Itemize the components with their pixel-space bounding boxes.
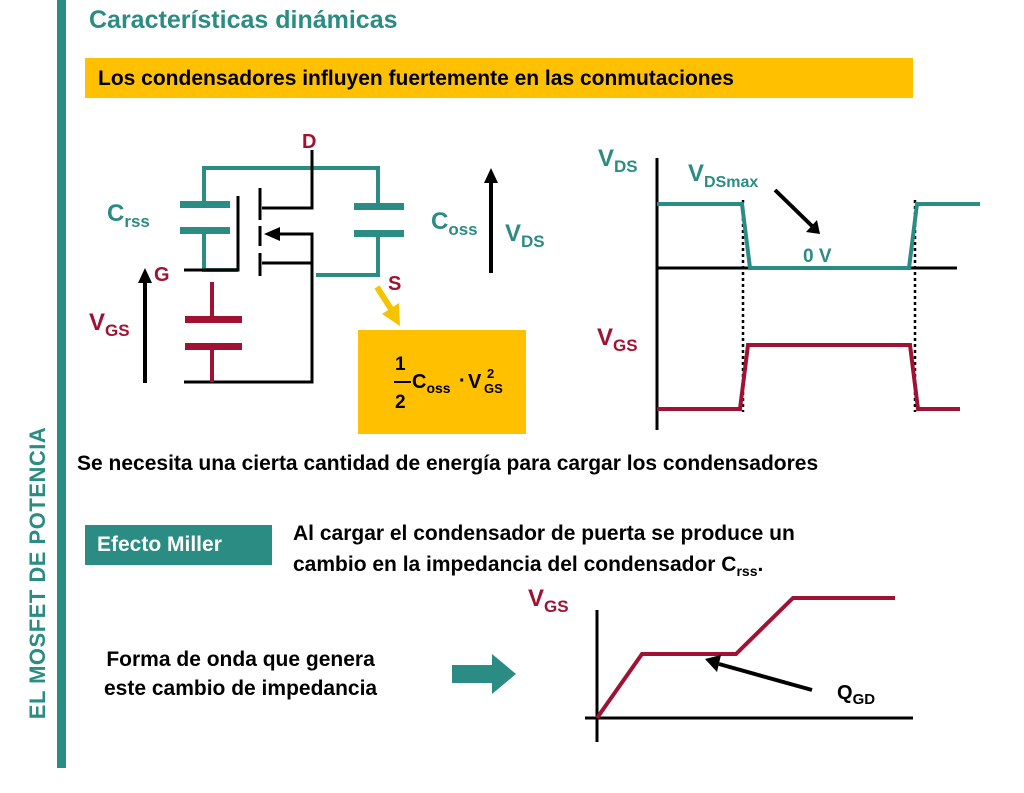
vgs-label: VGS (89, 309, 130, 340)
vdsmax-pointer-shaft (773, 188, 814, 228)
vds-waveform (657, 202, 980, 270)
crss-plate-bottom (180, 227, 230, 234)
vgs-waveform (657, 343, 960, 411)
miller-description: Al cargar el condensador de puerta se pr… (293, 518, 795, 587)
drain-label: D (302, 131, 316, 153)
coss-plate-top (354, 203, 404, 210)
mosfet-symbol (184, 150, 314, 384)
formula-vgs-sub: GS (484, 381, 503, 396)
miller-description-line2: cambio en la impedancia del condensador … (293, 553, 764, 580)
waveform-note-line1: Forma de onda que genera (106, 648, 375, 671)
qgd-pointer-head (705, 655, 721, 672)
formula-vgs-sup: 2 (487, 366, 494, 381)
formula-denominator: 2 (395, 392, 406, 413)
switching-vds-label: VDS (598, 145, 638, 176)
teal-wiring (202, 166, 380, 277)
vds-arrow-head (484, 168, 498, 183)
qgd-label: QGD (837, 682, 875, 708)
waveform-note: Forma de onda que genera este cambio de … (104, 645, 377, 703)
subtitle-banner (85, 58, 913, 98)
switching-waveforms: VDS VDSmax 0 V VGS (597, 145, 980, 430)
energy-note: Se necesita una cierta cantidad de energ… (77, 452, 819, 475)
miller-vgs-curve (595, 596, 895, 720)
slide-graphics: D G S Crss Coss VDS VGS 1 2 Coss · V 2 G… (89, 131, 980, 742)
formula-vgs: V (468, 371, 482, 393)
channel-arrow (264, 227, 280, 241)
subtitle-text: Los condensadores influyen fuertemente e… (98, 67, 734, 90)
miller-description-line1: Al cargar el condensador de puerta se pr… (293, 522, 795, 545)
vdsmax-label: VDSmax (688, 160, 758, 191)
formula-coss: Coss (412, 371, 451, 396)
zero-volt-label: 0 V (803, 246, 832, 267)
crss-plate-top (180, 201, 230, 208)
miller-vgs-label: VGS (528, 585, 569, 616)
energy-pointer-arrow (374, 285, 400, 326)
coss-label: Coss (431, 208, 478, 239)
switching-vgs-label: VGS (597, 324, 638, 355)
crss-label: Crss (107, 200, 150, 231)
cgs-plate-top (185, 316, 242, 323)
vdsmax-pointer-head (806, 220, 820, 234)
mosfet-circuit: D G S Crss Coss VDS VGS (89, 131, 545, 384)
miller-effect-label: Efecto Miller (85, 525, 272, 565)
vgs-arrow-head (138, 268, 152, 283)
vds-label: VDS (505, 220, 545, 251)
page-title: Características dinámicas (89, 6, 398, 34)
cgs-plate-bottom (185, 343, 242, 350)
energy-formula-box: 1 2 Coss · V 2 GS (358, 330, 526, 434)
left-accent-bar (57, 0, 66, 768)
formula-dot: · (459, 370, 466, 392)
source-label: S (388, 273, 401, 295)
gate-label: G (154, 264, 170, 286)
miller-waveform-plot: VGS QGD (528, 585, 913, 742)
coss-plate-bottom (354, 230, 404, 237)
qgd-pointer-shaft (718, 662, 813, 692)
waveform-note-line2: este cambio de impedancia (104, 677, 378, 700)
formula-numerator: 1 (395, 354, 406, 375)
teal-block-arrow (452, 654, 516, 694)
